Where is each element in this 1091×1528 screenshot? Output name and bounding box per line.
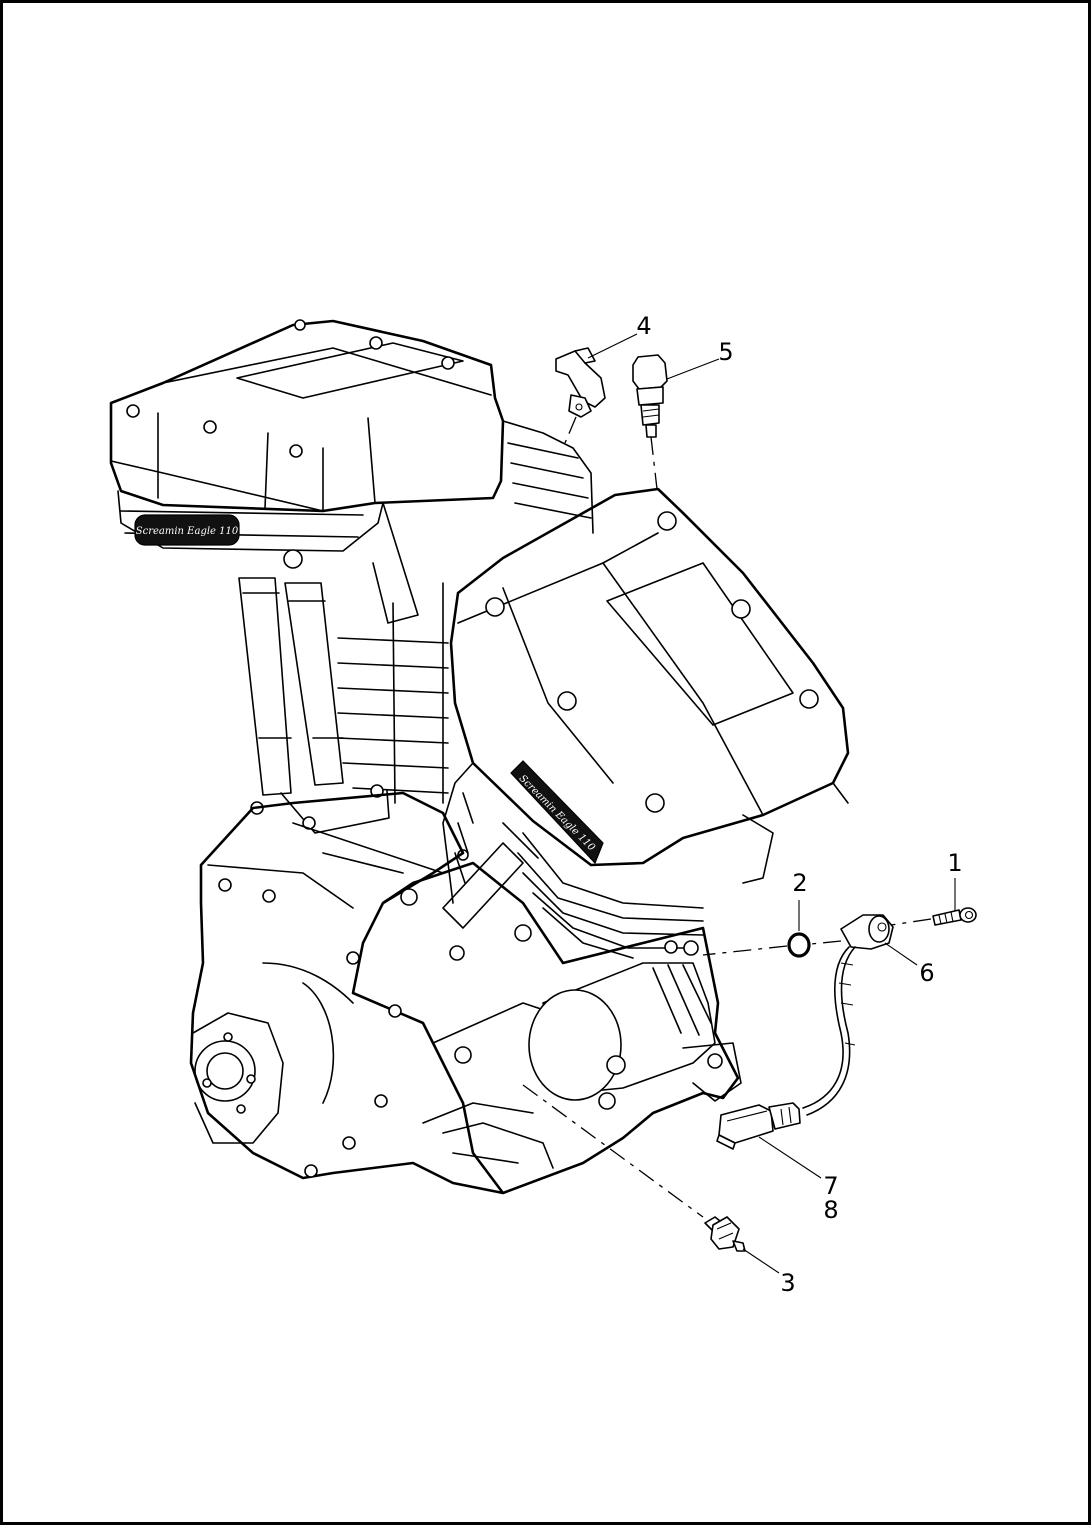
rear-badge	[134, 514, 240, 546]
part-1-screw[interactable]	[932, 907, 977, 926]
part-3-switch[interactable]	[704, 1216, 746, 1252]
front-badge-text: Screamin Eagle 110	[517, 773, 598, 854]
starter-motor	[528, 940, 742, 1110]
rear-rocker-cover	[109, 319, 505, 513]
callout-8: 8	[823, 1196, 838, 1224]
callout-5: 5	[718, 338, 733, 366]
part-4-sensor[interactable]	[555, 347, 606, 418]
front-cylinder-fins	[442, 762, 704, 959]
assembly-lines	[522, 416, 932, 1218]
callout-1: 1	[947, 849, 962, 877]
rear-cylinder-fins	[337, 420, 594, 804]
lower-case	[382, 861, 740, 1195]
callout-7: 7	[823, 1172, 838, 1200]
part-7-connector[interactable]	[716, 1102, 801, 1150]
rear-cylinder-head: Screamin Eagle 110	[117, 490, 384, 569]
part-2-o-ring[interactable]	[787, 932, 811, 958]
callout-labels: 1 2 3 4 5 6 7 8	[636, 312, 962, 1297]
callout-3: 3	[780, 1269, 795, 1297]
callout-2: 2	[792, 869, 807, 897]
leader-lines	[587, 333, 956, 1274]
front-cylinder-head: Screamin Eagle 110	[510, 760, 849, 884]
front-rocker-cover	[449, 487, 850, 867]
part-5-sender[interactable]	[632, 354, 668, 438]
engine-parts-diagram: Screamin Eagle 110	[109, 312, 977, 1297]
crankcase	[189, 791, 505, 1195]
rear-badge-text: Screamin Eagle 110	[136, 526, 239, 537]
pushrod-tubes	[238, 577, 390, 834]
callout-4: 4	[636, 312, 651, 340]
engine-illustration: Screamin Eagle 110	[109, 319, 850, 1195]
callout-6: 6	[919, 959, 934, 987]
part-6-crank-sensor[interactable]	[802, 914, 894, 1116]
front-pushrod	[442, 822, 539, 929]
